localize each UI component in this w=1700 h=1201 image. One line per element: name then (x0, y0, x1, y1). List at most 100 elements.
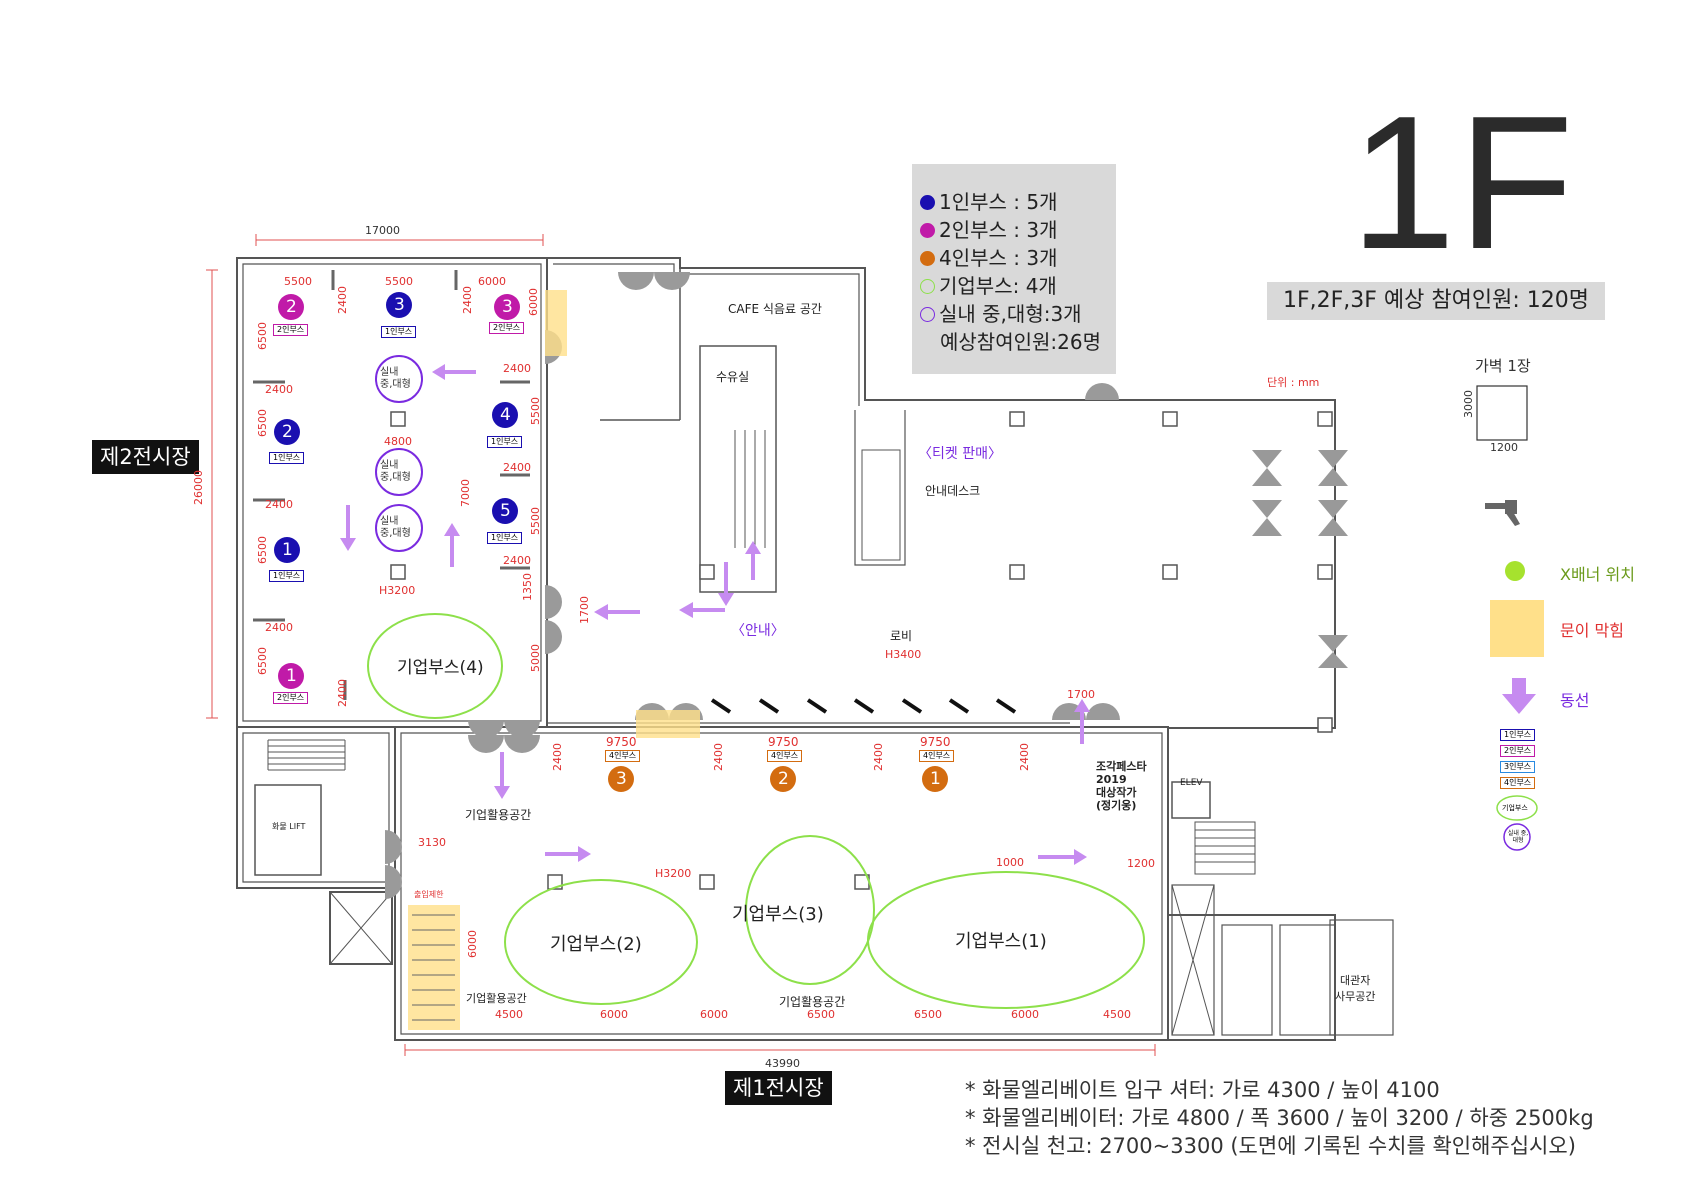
dim-label: 2400 (503, 461, 531, 474)
hall1-height: H3200 (655, 867, 692, 880)
dim-label: 6000 (478, 275, 506, 288)
notes: * 화물엘리베이트 입구 셔터: 가로 4300 / 높이 4100 * 화물엘… (965, 1076, 1594, 1160)
dim-bottom: 43990 (765, 1057, 800, 1070)
booth-tag: 1인부스 (269, 452, 305, 464)
corp-space-label-2: 기업활용공간 (466, 992, 527, 1005)
escalator-area (699, 345, 777, 593)
note-3: * 전시실 천고: 2700~3300 (도면에 기록된 수치를 확인해주십시오… (965, 1134, 1576, 1158)
dim-label: 9750 (768, 735, 799, 749)
lift-shaft-left (329, 891, 393, 965)
bowtie-doors (1252, 450, 1348, 668)
booth-number: 1 (930, 769, 941, 789)
lobby-outline (547, 257, 1336, 729)
info-desk-label: 안내데스크 (925, 484, 981, 498)
indoor-booth-1-label: 실내 중,대형 (380, 367, 411, 390)
dim-label: 2400 (461, 286, 474, 314)
dim-top: 17000 (365, 224, 400, 237)
legend-item-4: 기업부스: 4개 (920, 270, 1057, 299)
booth-number: 5 (500, 501, 511, 521)
dimension-lines (206, 234, 1156, 1056)
dim-label: 1000 (996, 856, 1024, 869)
hall1-label: 제1전시장 (725, 1071, 832, 1105)
flow-legend: 동선 (1560, 691, 1590, 710)
xbanner-lines (710, 698, 1017, 714)
partition-width: 1200 (1490, 441, 1518, 454)
dim-label: 5500 (529, 507, 542, 535)
escalator-lines (734, 430, 766, 548)
note-1: * 화물엘리베이트 입구 셔터: 가로 4300 / 높이 4100 (965, 1078, 1440, 1102)
dim-label: 2400 (551, 743, 564, 771)
hall2-inner-wall (242, 263, 542, 722)
booth-tag: 4인부스 (605, 750, 641, 762)
dim-label: 5500 (529, 397, 542, 425)
indoor-booth-3-label: 실내 중,대형 (380, 516, 411, 539)
legend-dot-3-icon (920, 251, 935, 266)
booth-number: 2 (286, 297, 297, 317)
legend-dot-2-icon (920, 223, 935, 238)
dim-label: 6000 (1011, 1008, 1039, 1021)
numbered-booth-circles (274, 292, 948, 792)
hall2-height: H3200 (379, 584, 416, 597)
dim-label: 2400 (265, 498, 293, 511)
corp-space-label-1: 기업활용공간 (465, 808, 532, 822)
dim-label: 6000 (700, 1008, 728, 1021)
guide-label: 〈안내〉 (731, 623, 785, 639)
elev-box (1171, 781, 1211, 819)
partition-height: 3000 (1462, 390, 1475, 418)
indoor-legend-text: 실내 중,대형 (1507, 830, 1529, 844)
xbanner-legend: X배너 위치 (1560, 565, 1635, 584)
corp-space-label-3: 기업활용공간 (779, 995, 846, 1009)
water-room-label: 수유실 (716, 370, 750, 384)
booth-number: 3 (394, 295, 405, 315)
corp-booth-shapes (367, 613, 1145, 1009)
dim-label: 6500 (256, 647, 269, 675)
dim-label: 2400 (1018, 743, 1031, 771)
dim-label: 5000 (529, 644, 542, 672)
freight-lift-box (254, 784, 322, 876)
dim-label: 6000 (600, 1008, 628, 1021)
legend-ring-5-icon (920, 307, 935, 322)
restricted-stair-lines (412, 914, 455, 1021)
booth-number: 1 (286, 666, 297, 686)
corp-booth-1-label: 기업부스(1) (955, 931, 1047, 952)
booth-number: 3 (616, 769, 627, 789)
dim-label: 5500 (284, 275, 312, 288)
legend-dot-1-icon (920, 195, 935, 210)
dim-label: 2400 (503, 362, 531, 375)
booth-tag: 1인부스 (487, 532, 523, 544)
dim-label: 2400 (503, 554, 531, 567)
restroom-2 (1279, 924, 1336, 1036)
legend-item-1: 1인부스 : 5개 (920, 186, 1058, 215)
dim-label: 6500 (256, 409, 269, 437)
dim-label: 6000 (527, 288, 540, 316)
indoor-booth-shapes (375, 355, 423, 552)
legend-item-6: 예상참여인원:26명 (940, 330, 1101, 354)
dim-label: 1200 (1127, 857, 1155, 870)
booth-tag: 2인부스 (273, 692, 309, 704)
dim-label: 4800 (384, 435, 412, 448)
tag-legend-1: 1인부스 (1500, 729, 1536, 741)
flow-arrows (340, 364, 1536, 865)
dim-label: 6500 (914, 1008, 942, 1021)
walls (236, 257, 1394, 1041)
booth-tag: 1인부스 (381, 326, 417, 338)
indoor-booth-2-label: 실내 중,대형 (380, 460, 411, 483)
note-2: * 화물엘리베이터: 가로 4800 / 폭 3600 / 높이 3200 / … (965, 1106, 1594, 1130)
dim-label: 3130 (418, 836, 446, 849)
tag-legend-3: 3인부스 (1500, 761, 1536, 773)
dim-label: 1700 (578, 596, 591, 624)
booth-tag: 2인부스 (273, 324, 309, 336)
dim-label: 2400 (336, 286, 349, 314)
blocked-doors (408, 290, 700, 1030)
dim-label: 2400 (265, 621, 293, 634)
door-blocked-legend: 문이 막힘 (1560, 621, 1624, 640)
legend-ring-4-icon (920, 279, 935, 294)
corp-legend-text: 기업부스 (1502, 804, 1528, 812)
dim-label: 5500 (385, 275, 413, 288)
dim-label: 2400 (336, 679, 349, 707)
lobby-label: 로비 (890, 629, 913, 643)
dim-label: 1700 (1067, 688, 1095, 701)
corp-booth-2-label: 기업부스(2) (550, 934, 642, 955)
office-label: 대관자 사무공간 (1335, 974, 1376, 1003)
dim-label: 6500 (807, 1008, 835, 1021)
